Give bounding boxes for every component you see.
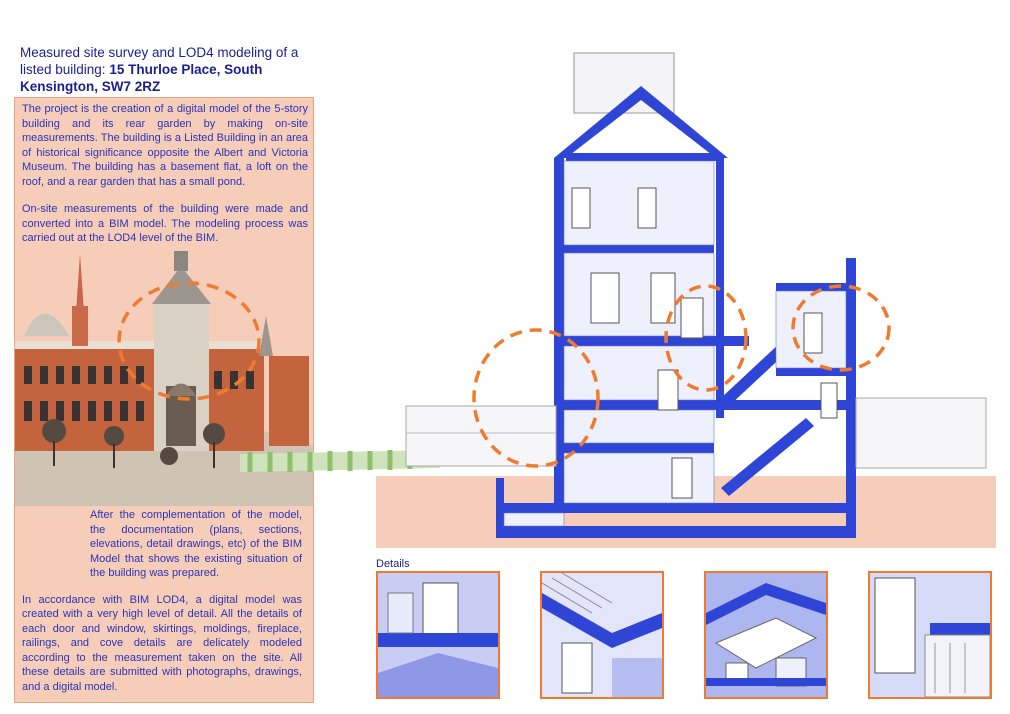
outro-paragraph-2: In accordance with BIM LOD4, a digital m… [22,593,302,693]
detail-thumbnail-3 [704,571,828,699]
outro-paragraph-1: After the complementation of the model, … [90,509,302,579]
page-title: Measured site survey and LOD4 modeling o… [20,44,330,95]
detail-thumbnail-2 [540,571,664,699]
text-panel-frame [14,97,314,703]
title-plain: Measured site survey and LOD4 modeling o… [20,45,299,77]
outro-text: After the complementation of the model, … [22,508,302,706]
detail-thumbnail-1 [376,571,500,699]
details-label: Details [376,558,410,570]
title-address: 15 Thurloe Place, South Kensington, SW7 … [20,62,263,94]
bim-section-drawing [376,52,996,548]
intro-paragraph-2: On-site measurements of the building wer… [22,203,308,244]
intro-paragraph-1: The project is the creation of a digital… [22,103,308,188]
connector-band [240,450,440,472]
detail-thumbnail-4 [868,571,992,699]
museum-photo [14,246,314,506]
intro-text: The project is the creation of a digital… [22,102,308,259]
